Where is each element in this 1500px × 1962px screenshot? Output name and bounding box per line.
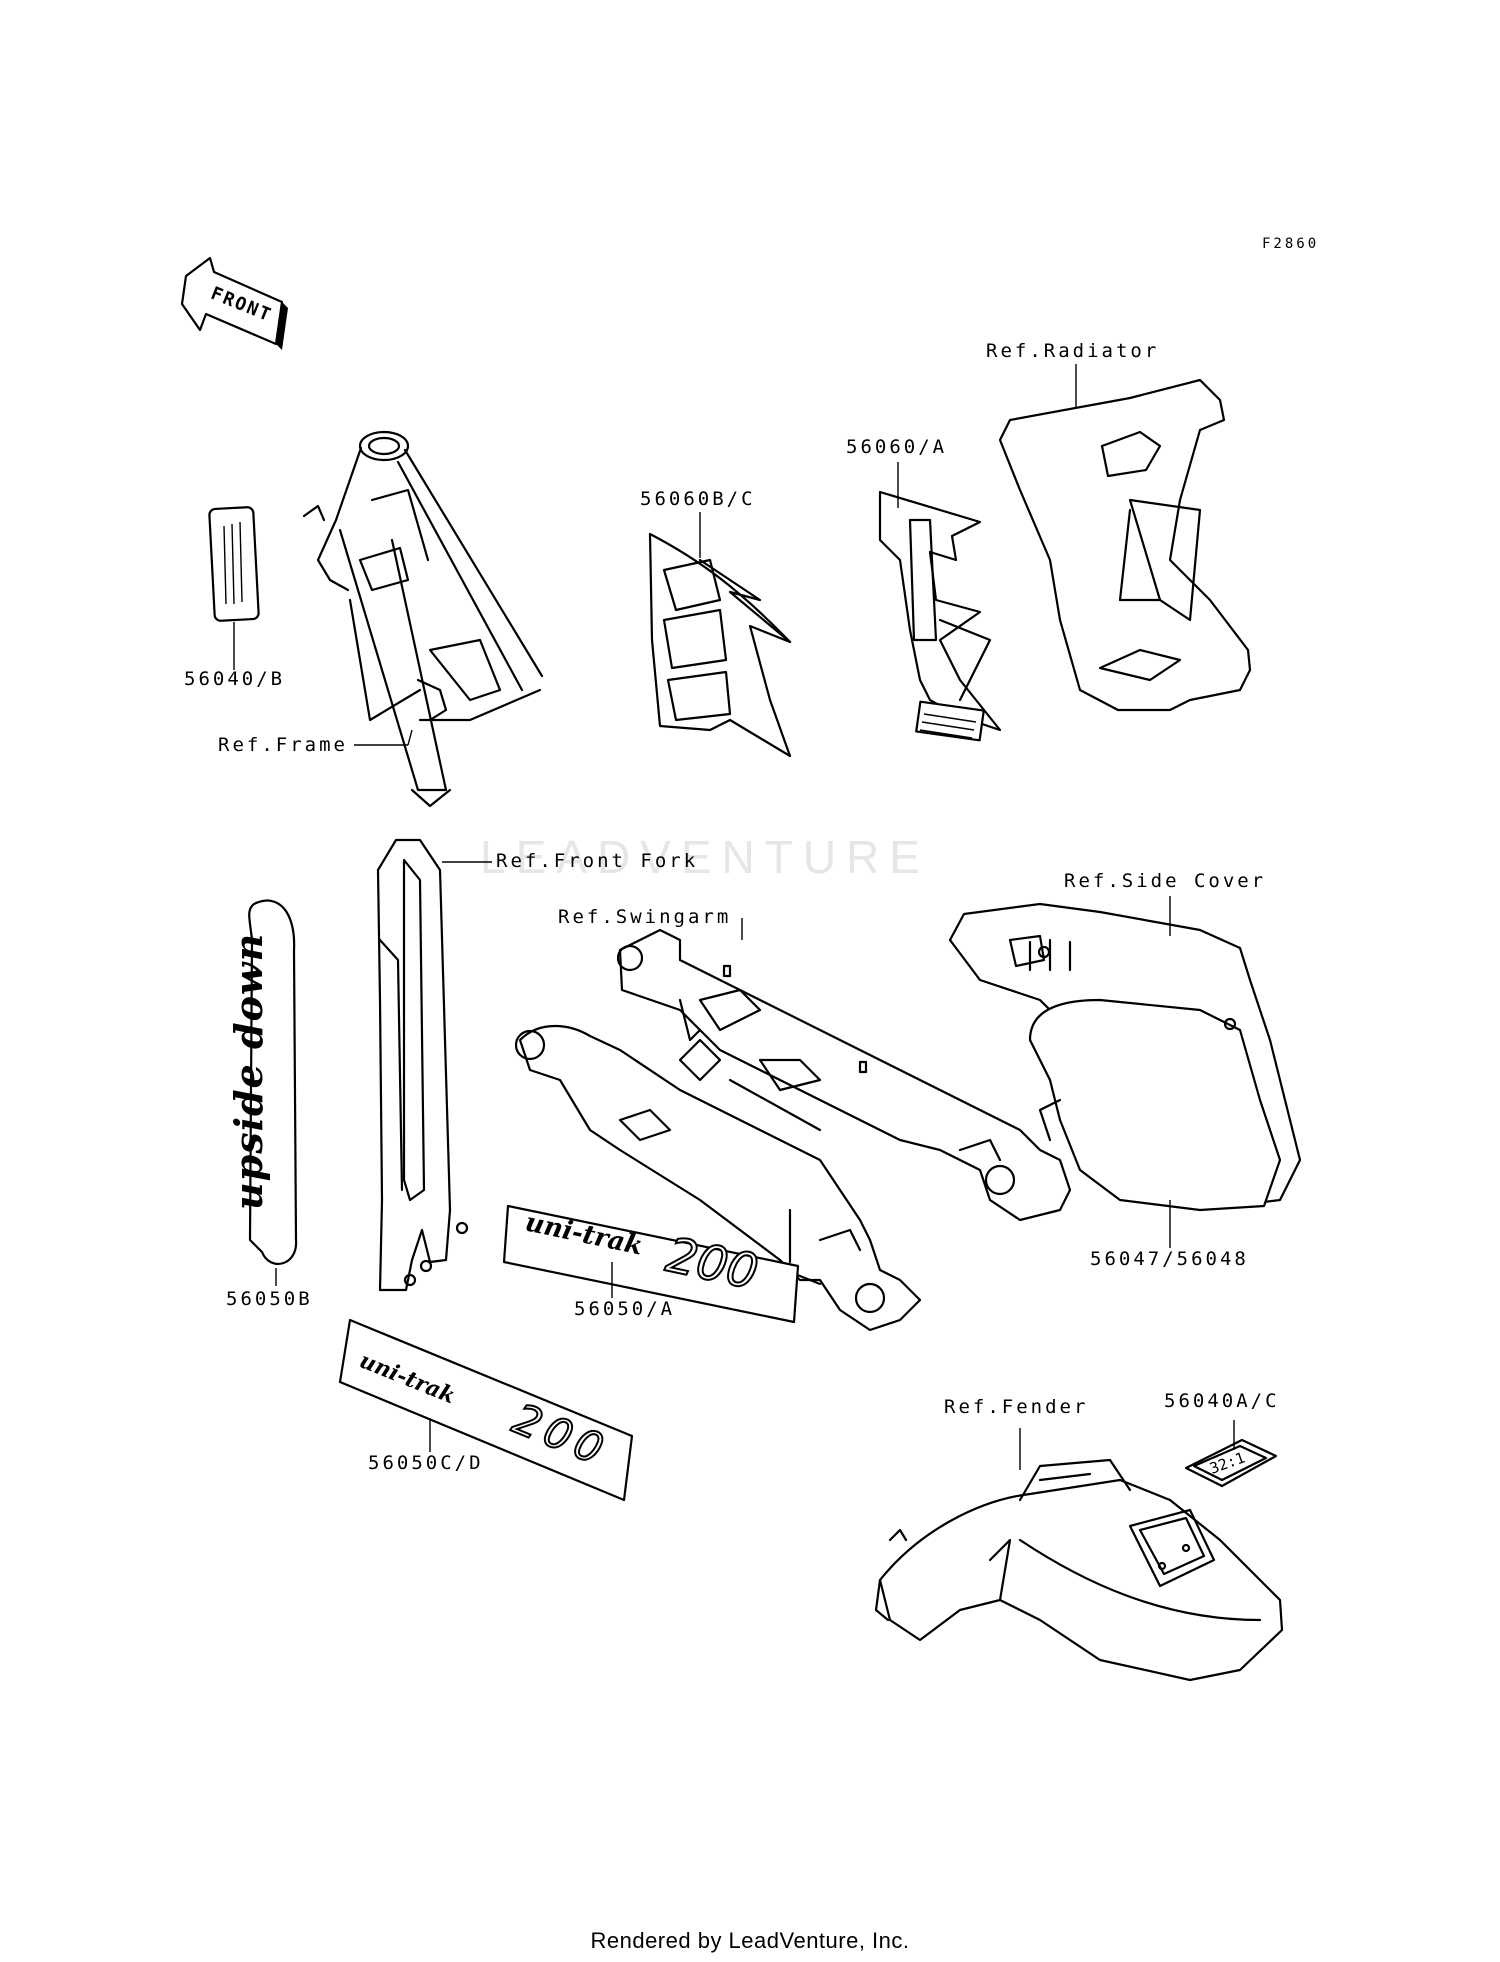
- decal-56040b: [208, 506, 260, 622]
- callout-56040ac: 56040A/C: [1164, 1390, 1280, 1412]
- callout-56050a: 56050/A: [574, 1298, 676, 1320]
- callout-ref-frame: Ref.Frame: [218, 734, 348, 756]
- upside-down-decal-text: upside down: [226, 933, 271, 1210]
- footer-credit: Rendered by LeadVenture, Inc.: [590, 1928, 910, 1953]
- callout-56060a: 56060/A: [846, 436, 948, 458]
- callout-56047-56048: 56047/56048: [1090, 1248, 1249, 1270]
- watermark: LEADVENTURE: [480, 831, 930, 883]
- side-cover-drawing: [948, 902, 1302, 1212]
- radiator-drawing: [998, 378, 1252, 712]
- decal-upside-down: upside down: [226, 899, 298, 1265]
- decal-56060bc: [648, 532, 792, 758]
- callout-56050b: 56050B: [226, 1288, 313, 1310]
- callout-ref-radiator: Ref.Radiator: [986, 340, 1160, 362]
- callout-56040b: 56040/B: [184, 668, 286, 690]
- front-arrow-icon: FRONT: [180, 256, 288, 350]
- leader-lines: [233, 364, 1235, 1470]
- callout-ref-swingarm: Ref.Swingarm: [558, 906, 732, 928]
- fender-drawing: [874, 1458, 1284, 1682]
- callout-ref-fender: Ref.Fender: [944, 1396, 1089, 1418]
- decal-56060a: [878, 490, 1002, 742]
- decal-56040ac: 32:1: [1184, 1438, 1278, 1488]
- callout-56050cd: 56050C/D: [368, 1452, 484, 1474]
- front-fork-drawing: [376, 838, 469, 1292]
- callout-56060bc: 56060B/C: [640, 488, 756, 510]
- decal-56050cd: uni-trak 200: [338, 1318, 634, 1502]
- frame-drawing: [302, 430, 544, 808]
- callout-ref-side-cover: Ref.Side Cover: [1064, 870, 1267, 892]
- figure-code: F2860: [1262, 236, 1320, 252]
- callout-ref-front-fork: Ref.Front Fork: [496, 850, 699, 872]
